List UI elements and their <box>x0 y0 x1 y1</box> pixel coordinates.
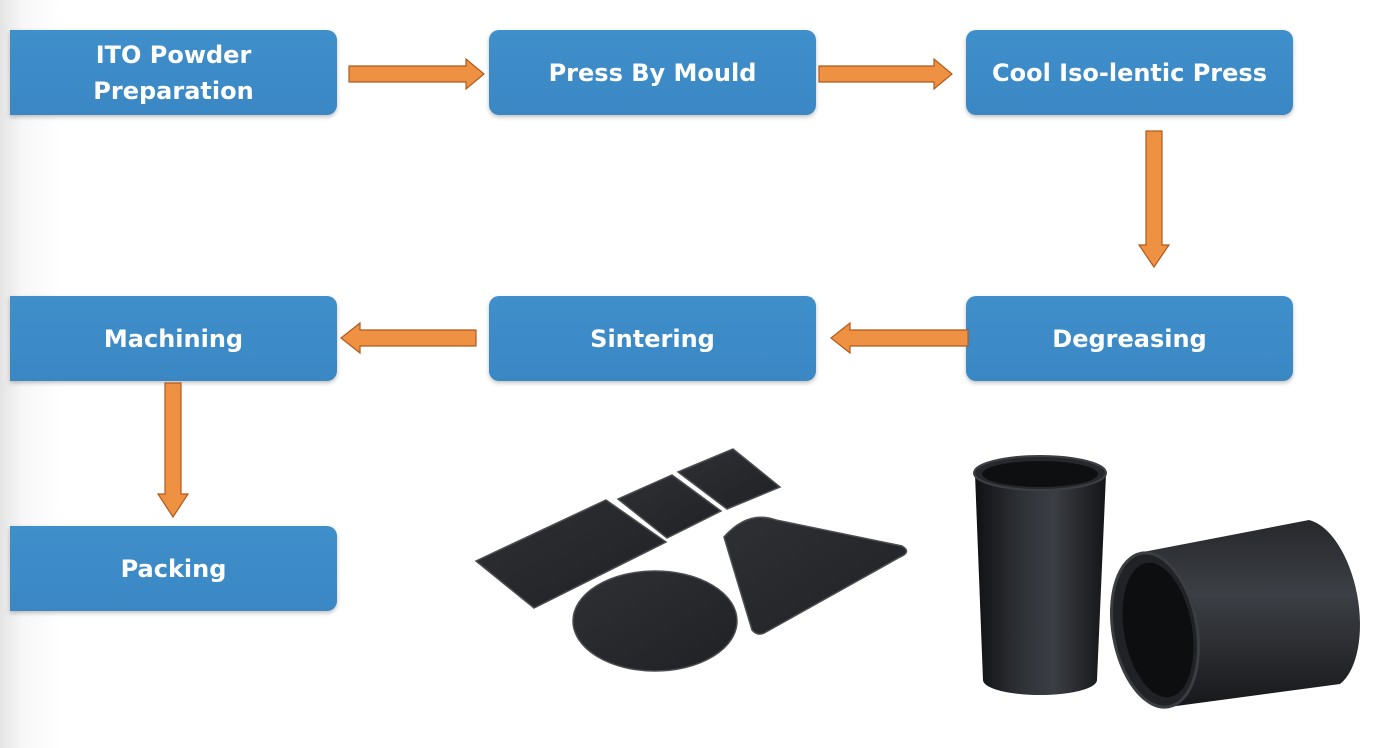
large-rectangular-target <box>474 499 668 609</box>
step-ito-powder-preparation: ITO Powder Preparation <box>10 30 337 115</box>
step-machining: Machining <box>10 296 337 381</box>
step-degreasing: Degreasing <box>966 296 1293 381</box>
step-packing: Packing <box>10 526 337 611</box>
small-rectangular-target-2 <box>676 448 782 510</box>
upright-tube-target <box>975 459 1106 695</box>
arrow-down-1 <box>1137 130 1171 269</box>
upright-tube-inner <box>982 461 1098 487</box>
circular-target <box>572 570 738 672</box>
rotary-targets <box>973 455 1360 709</box>
arrow-right-2 <box>818 57 953 91</box>
arrow-down-2 <box>156 382 190 519</box>
small-rectangular-target-1 <box>616 474 723 539</box>
arrow-right-1 <box>348 57 485 91</box>
arrow-left-1 <box>830 321 969 355</box>
step-cool-iso-lentic-press: Cool Iso-lentic Press <box>966 30 1293 115</box>
triangular-target <box>723 516 908 635</box>
lying-tube-inner <box>1122 562 1194 698</box>
step-press-by-mould: Press By Mould <box>489 30 816 115</box>
arrow-left-2 <box>340 321 477 355</box>
planar-targets <box>474 448 908 672</box>
step-sintering: Sintering <box>489 296 816 381</box>
